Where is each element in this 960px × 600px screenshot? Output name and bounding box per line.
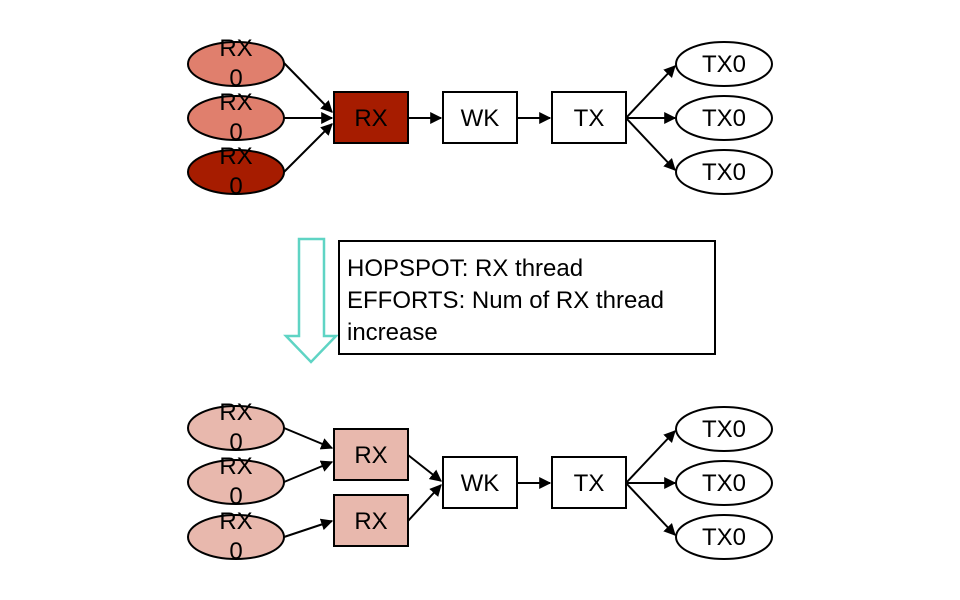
- edge-b-rx1-wk: [407, 454, 442, 482]
- b-input-node-1-label-b: 0: [229, 429, 242, 456]
- output-node-2: TX0: [675, 95, 773, 141]
- rx-box-hot: RX: [333, 91, 409, 144]
- input-node-1-label-a: RX: [219, 35, 252, 62]
- input-node-2: RX 0: [187, 89, 285, 146]
- output-node-3: TX0: [675, 149, 773, 195]
- note-line-3: increase: [347, 319, 438, 346]
- output-node-2-label: TX0: [702, 105, 746, 132]
- tx-box: TX: [551, 91, 627, 144]
- b-output-node-2-label: TX0: [702, 470, 746, 497]
- edge-tx-out3: [625, 117, 676, 171]
- input-node-2-label-b: 0: [229, 119, 242, 146]
- edge-b-in3-rx2: [283, 518, 334, 538]
- b-input-node-2-label-a: RX: [219, 453, 252, 480]
- b-rx-box-1: RX: [333, 428, 409, 481]
- wk-box-label: WK: [461, 105, 500, 132]
- b-input-node-3-label-a: RX: [219, 508, 252, 535]
- b-rx-box-1-label: RX: [354, 442, 387, 469]
- input-node-3-label-b: 0: [229, 173, 242, 200]
- input-node-3-label-a: RX: [219, 143, 252, 170]
- input-node-1-label-b: 0: [229, 65, 242, 92]
- note-line-2: EFFORTS: Num of RX thread: [347, 287, 664, 314]
- b-tx-box: TX: [551, 456, 627, 509]
- edge-b-tx-out3: [625, 482, 676, 536]
- rx-box-hot-label: RX: [354, 105, 387, 132]
- input-node-2-label-a: RX: [219, 89, 252, 116]
- input-node-1: RX 0: [187, 35, 285, 92]
- top-diagram: RX 0 RX 0 RX 0 RX WK TX TX0: [187, 35, 773, 200]
- edge-in1-rx: [283, 62, 333, 113]
- edge-tx-out1: [625, 65, 676, 119]
- b-wk-box: WK: [442, 456, 518, 509]
- b-output-node-1: TX0: [675, 406, 773, 452]
- b-input-node-2: RX 0: [187, 453, 285, 510]
- edge-in3-rx: [283, 123, 333, 173]
- b-output-node-1-label: TX0: [702, 416, 746, 443]
- edge-b-rx2-wk: [407, 484, 442, 522]
- bottom-diagram: RX 0 RX 0 RX 0 RX RX WK TX: [187, 399, 773, 565]
- b-input-node-2-label-b: 0: [229, 483, 242, 510]
- b-wk-box-label: WK: [461, 470, 500, 497]
- b-output-node-3: TX0: [675, 514, 773, 560]
- wk-box: WK: [442, 91, 518, 144]
- tx-box-label: TX: [574, 105, 605, 132]
- b-input-node-1-label-a: RX: [219, 399, 252, 426]
- down-arrow: [283, 237, 339, 364]
- b-output-node-2: TX0: [675, 460, 773, 506]
- b-output-node-3-label: TX0: [702, 524, 746, 551]
- b-input-node-1: RX 0: [187, 399, 285, 456]
- b-rx-box-2-label: RX: [354, 508, 387, 535]
- note-line-1: HOPSPOT: RX thread: [347, 255, 583, 282]
- b-input-node-3-label-b: 0: [229, 538, 242, 565]
- b-input-node-3: RX 0: [187, 508, 285, 565]
- output-node-1: TX0: [675, 41, 773, 87]
- edge-b-tx-out1: [625, 430, 676, 484]
- output-node-3-label: TX0: [702, 159, 746, 186]
- b-tx-box-label: TX: [574, 470, 605, 497]
- edge-b-in1-rx1: [283, 427, 334, 450]
- output-node-1-label: TX0: [702, 51, 746, 78]
- input-node-3: RX 0: [187, 143, 285, 200]
- edge-b-in2-rx1: [283, 460, 334, 483]
- b-rx-box-2: RX: [333, 494, 409, 547]
- note-box: HOPSPOT: RX thread EFFORTS: Num of RX th…: [338, 240, 716, 355]
